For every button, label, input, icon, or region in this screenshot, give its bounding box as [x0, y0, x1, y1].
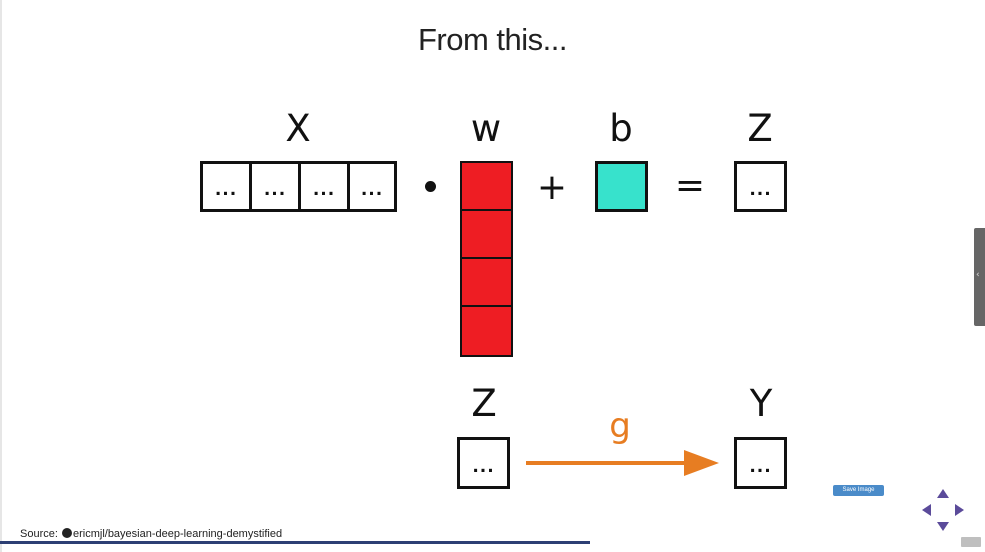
- activation-z-cell-text: ...: [472, 457, 495, 477]
- x-cell-text: ...: [312, 180, 336, 200]
- settings-icon[interactable]: [961, 537, 981, 547]
- dot-product-operator: [425, 181, 436, 192]
- x-cell: ...: [298, 161, 350, 212]
- x-cell-text: ...: [214, 180, 238, 200]
- y-label: Y: [749, 382, 773, 425]
- x-cell: ...: [200, 161, 252, 212]
- z-label: Z: [747, 107, 773, 150]
- w-cell: [460, 257, 513, 307]
- github-icon: [61, 528, 72, 538]
- plus-operator: +: [536, 167, 568, 208]
- side-panel-tab[interactable]: ‹: [974, 228, 985, 326]
- save-image-button[interactable]: Save Image: [833, 485, 884, 496]
- z-cell-text: ...: [749, 180, 772, 200]
- x-cell-text: ...: [263, 180, 287, 200]
- x-cell: ...: [249, 161, 301, 212]
- w-cell: [460, 209, 513, 259]
- equals-operator: =: [674, 165, 706, 206]
- nav-up-icon[interactable]: [937, 489, 949, 498]
- activation-z-label: Z: [471, 382, 497, 425]
- w-cell: [460, 161, 513, 212]
- w-label: w: [470, 107, 502, 150]
- x-cell: ...: [347, 161, 397, 212]
- z-cell: ...: [734, 161, 787, 212]
- x-label: X: [285, 107, 311, 150]
- b-cell: [595, 161, 648, 212]
- nav-right-icon[interactable]: [955, 504, 964, 516]
- navigation-arrows-icon[interactable]: [921, 488, 965, 532]
- x-cell-text: ...: [360, 180, 384, 200]
- b-label: b: [609, 107, 633, 150]
- nav-down-icon[interactable]: [937, 522, 949, 531]
- slide-left-edge: [0, 0, 2, 552]
- nav-left-icon[interactable]: [922, 504, 931, 516]
- source-link[interactable]: ericmjl/bayesian-deep-learning-demystifi…: [72, 528, 283, 540]
- source-citation: Source: ericmjl/bayesian-deep-learning-d…: [20, 528, 282, 540]
- activation-z-cell: ...: [457, 437, 510, 489]
- w-cell: [460, 305, 513, 357]
- chevron-left-icon: ‹: [976, 270, 980, 280]
- source-prefix: Source:: [20, 528, 58, 540]
- slide-title: From this...: [417, 22, 568, 57]
- g-function-label: g: [609, 406, 631, 446]
- activation-arrow-icon: [526, 450, 719, 476]
- progress-bar: [0, 541, 590, 544]
- y-cell: ...: [734, 437, 787, 489]
- y-cell-text: ...: [749, 457, 772, 477]
